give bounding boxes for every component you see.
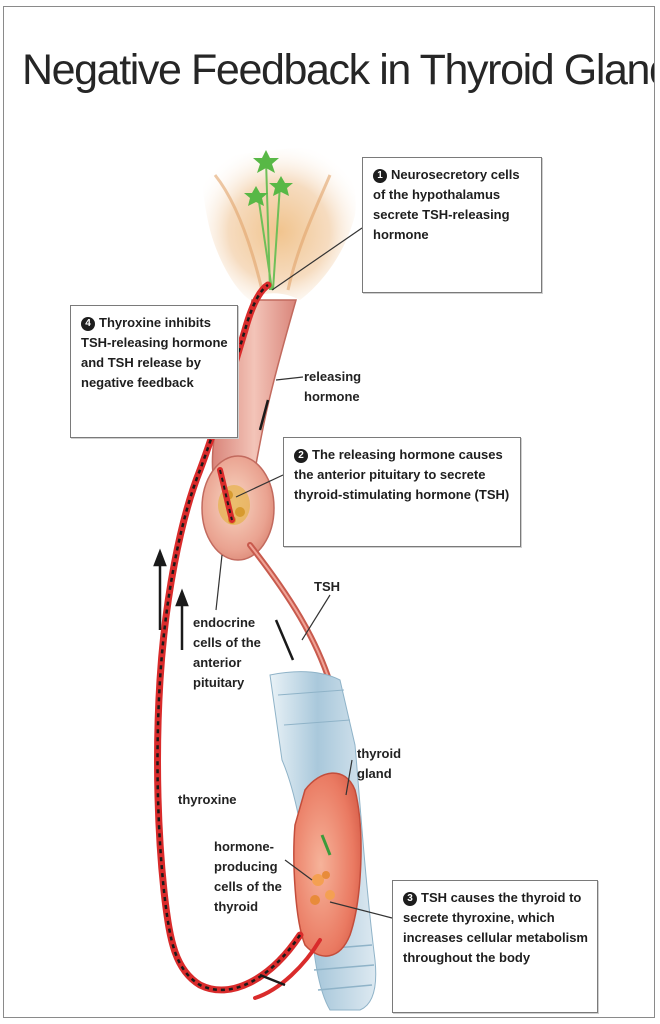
step-4-text: Thyroxine inhibits TSH-releasing hormone…: [81, 315, 228, 390]
label-thyroxine: thyroxine: [178, 790, 237, 810]
label-hormone-producing-cells: hormone-producing cells of the thyroid: [214, 837, 292, 917]
step-3-text: TSH causes the thyroid to secrete thyrox…: [403, 890, 588, 965]
step-1-number: 1: [373, 169, 387, 183]
step-1-text: Neurosecretory cells of the hypothalamus…: [373, 167, 520, 242]
label-releasing-hormone: releasing hormone: [304, 367, 364, 407]
thyroid-gland: [294, 773, 361, 956]
step-3-number: 3: [403, 892, 417, 906]
label-tsh: TSH: [314, 577, 340, 597]
step-2-number: 2: [294, 449, 308, 463]
label-thyroid-gland: thyroid gland: [357, 744, 417, 784]
step-4-number: 4: [81, 317, 95, 331]
step-2-text: The releasing hormone causes the anterio…: [294, 447, 509, 502]
label-endocrine-cells: endocrine cells of the anterior pituitar…: [193, 613, 271, 693]
hypothalamus-tissue: [203, 148, 356, 300]
anterior-pituitary: [202, 456, 274, 560]
